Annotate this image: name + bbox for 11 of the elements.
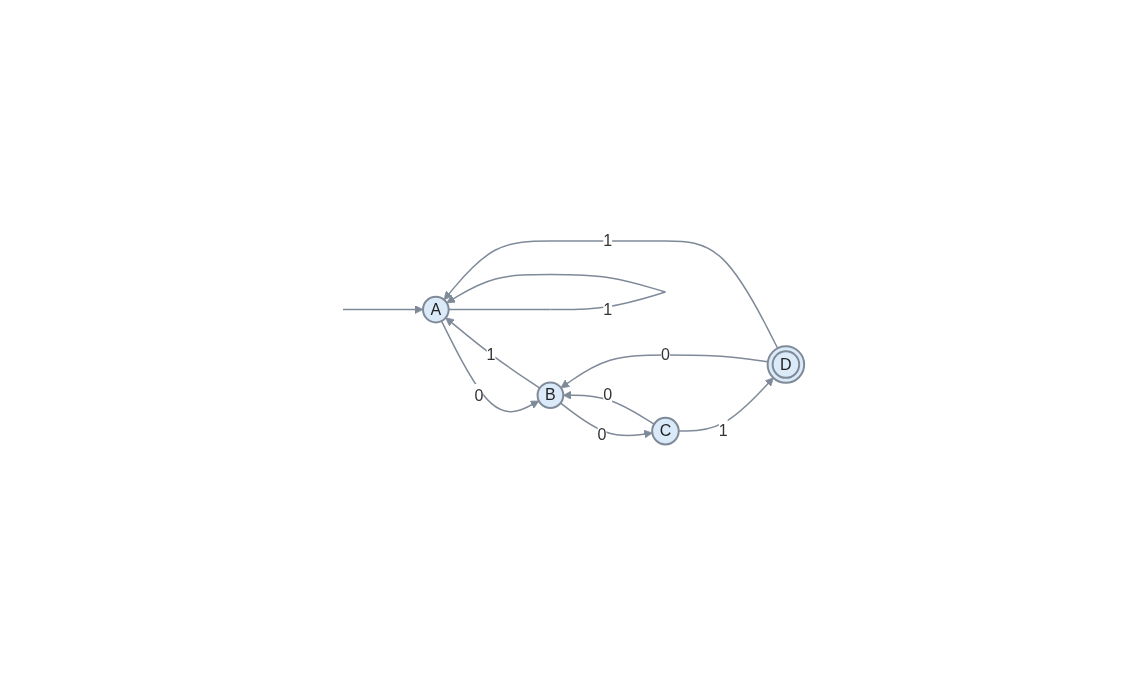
arrow [560, 353, 769, 388]
arrow [444, 239, 779, 349]
state-circle: C [651, 416, 681, 445]
accept-state-circle: D [767, 344, 806, 384]
arrow [441, 319, 540, 412]
arrow [342, 304, 424, 314]
state-circle: A [422, 295, 451, 323]
arrow [563, 390, 656, 425]
arrow [445, 316, 541, 389]
arrow [446, 273, 667, 310]
state-circle: B [537, 380, 565, 409]
